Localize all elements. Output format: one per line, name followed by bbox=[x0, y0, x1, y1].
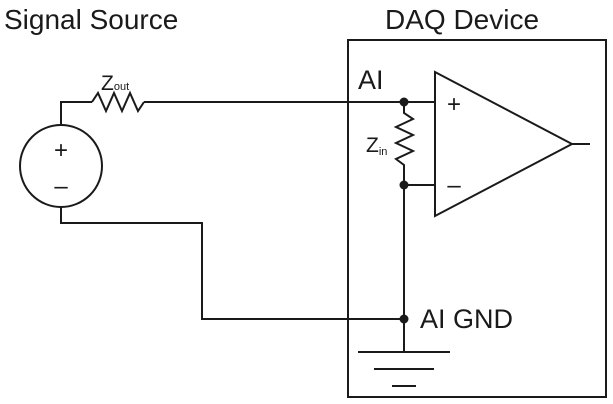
zin-label-sub: in bbox=[379, 146, 388, 158]
junction-dot-minus bbox=[399, 180, 409, 190]
ai-gnd-label: AI GND bbox=[420, 304, 513, 334]
daq-device-title: DAQ Device bbox=[385, 4, 539, 35]
zout-label-main: Z bbox=[101, 72, 114, 95]
opamp-triangle bbox=[434, 70, 575, 218]
signal-source-title: Signal Source bbox=[4, 4, 178, 35]
junction-dot-aignd bbox=[399, 314, 409, 324]
opamp-plus-sign: + bbox=[447, 91, 461, 118]
ai-label: AI bbox=[358, 65, 384, 95]
source-minus-sign: – bbox=[54, 173, 68, 200]
wire-source-to-aignd bbox=[60, 207, 404, 320]
source-plus-sign: + bbox=[54, 137, 68, 164]
zin-label-main: Z bbox=[366, 134, 379, 157]
zout-label: Zout bbox=[101, 72, 129, 95]
zin-label: Zin bbox=[366, 134, 387, 158]
zout-resistor bbox=[91, 90, 145, 114]
wire-source-to-zout bbox=[60, 101, 92, 125]
daq-device-box bbox=[347, 39, 607, 398]
opamp-minus-sign: – bbox=[447, 172, 461, 199]
junction-dot-ai bbox=[399, 97, 409, 107]
zin-resistor bbox=[393, 102, 416, 185]
zout-label-sub: out bbox=[114, 81, 129, 93]
